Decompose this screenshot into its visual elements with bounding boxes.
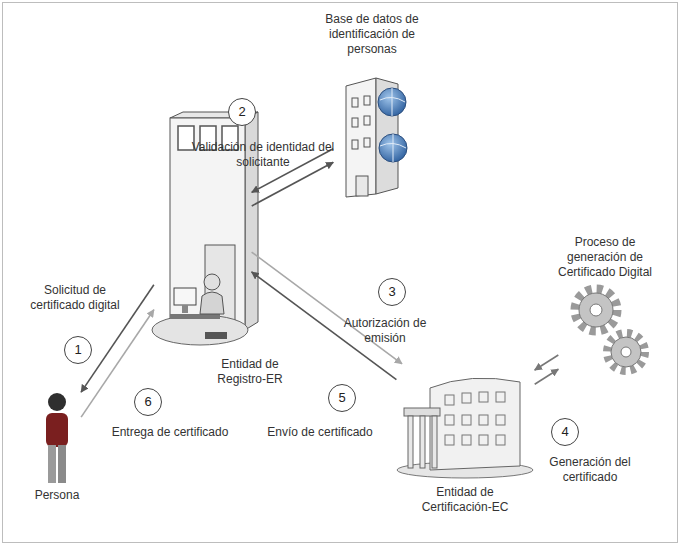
column: [432, 416, 437, 468]
desk-platform: [152, 315, 248, 345]
window: [496, 435, 505, 445]
connector-arrow: [535, 355, 559, 370]
portico-roof: [404, 408, 440, 416]
window: [352, 140, 358, 149]
illustrated-node: Persona: [35, 392, 80, 487]
frame: [3, 3, 678, 543]
person-icon: [46, 393, 68, 483]
node-label: Entidad de Registro-ER: [205, 357, 295, 387]
window: [462, 393, 471, 403]
person-leg: [58, 445, 66, 483]
callout-number: 2: [238, 104, 245, 119]
person-torso: [46, 413, 68, 447]
gear-teeth: [607, 333, 645, 371]
step-label: Envío de certificado: [250, 425, 390, 440]
building-face: [430, 378, 520, 470]
callout-number: 6: [144, 394, 151, 409]
illustrated-node: Base de datos de identificación de perso…: [335, 72, 410, 197]
gear-hole: [621, 347, 631, 357]
callout-number: 5: [338, 390, 345, 405]
step-label: Solicitud de certificado digital: [15, 283, 135, 313]
step-label: Entrega de certificado: [95, 425, 245, 440]
step-label: Generación del certificado: [540, 455, 640, 485]
monitor-stand: [182, 305, 188, 313]
gear-hole: [590, 304, 602, 316]
callout-number: 1: [74, 342, 81, 357]
callout-number: 3: [388, 284, 395, 299]
monitor: [174, 288, 196, 305]
window: [479, 415, 488, 425]
callout-circle: 4: [551, 418, 579, 446]
certification-building: [397, 378, 533, 478]
window: [445, 435, 454, 445]
node-label: Proceso de generación de Certificado Dig…: [550, 235, 660, 280]
window: [364, 138, 370, 147]
clerk-head: [204, 274, 220, 290]
person-leg: [48, 445, 56, 483]
callout-circle: 3: [378, 278, 406, 306]
window: [352, 118, 358, 127]
window: [479, 392, 488, 402]
keyboard: [205, 332, 227, 339]
connector-arrow: [252, 252, 402, 364]
callout-circle: 6: [134, 388, 162, 416]
step-label: Autorización de emisión: [330, 316, 440, 346]
gear: [579, 293, 613, 327]
column: [408, 416, 413, 468]
window: [496, 392, 505, 402]
column: [420, 416, 425, 468]
window: [462, 435, 471, 445]
callout-circle: 2: [228, 98, 256, 126]
gear: [611, 337, 641, 367]
clerk-body: [200, 292, 224, 314]
window: [352, 98, 358, 107]
window: [479, 435, 488, 445]
database-building: [346, 78, 407, 197]
window: [445, 415, 454, 425]
window: [445, 395, 454, 405]
window: [462, 415, 471, 425]
person-head: [48, 393, 66, 411]
node-label: Persona: [17, 488, 97, 503]
callout-number: 4: [561, 424, 568, 439]
node-label: Entidad de Certificación-EC: [405, 485, 525, 515]
step-label: Validación de identidad del solicitante: [188, 140, 338, 170]
window: [496, 415, 505, 425]
gear-icon: [575, 289, 645, 371]
globe-grid: [380, 88, 406, 162]
callout-circle: 1: [64, 336, 92, 364]
door: [356, 176, 368, 196]
building-face: [346, 78, 376, 197]
callout-circle: 5: [328, 384, 356, 412]
window: [364, 116, 370, 125]
desk: [170, 314, 220, 319]
gear-teeth: [575, 289, 617, 331]
node-label: Base de datos de identificación de perso…: [312, 12, 432, 57]
connector-arrow: [535, 369, 559, 384]
window: [364, 96, 370, 105]
illustrated-node: Proceso de generación de Certificado Dig…: [560, 285, 650, 380]
window: [178, 126, 194, 150]
illustrated-node: Entidad de Certificación-EC: [398, 365, 533, 477]
